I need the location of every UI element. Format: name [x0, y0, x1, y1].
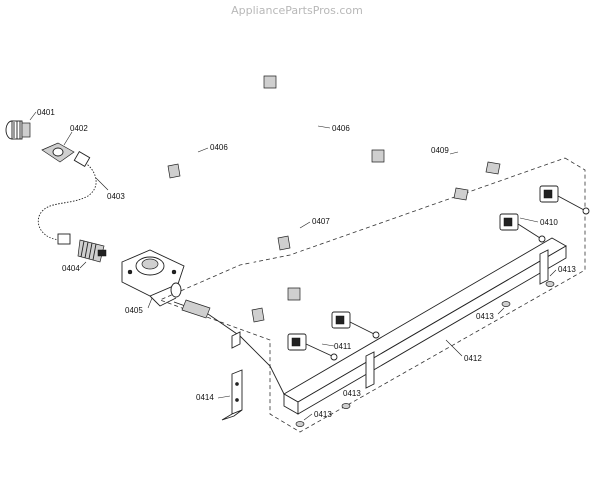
label-0414: 0414 — [196, 393, 214, 402]
part-0411-valve-b — [287, 333, 338, 361]
part-0414-bracket — [217, 331, 243, 421]
part-0403-flex-hose — [36, 151, 109, 245]
part-0401-fitting — [5, 111, 37, 140]
label-0411: 0411 — [334, 342, 352, 351]
label-0413-b: 0413 — [476, 312, 494, 321]
part-0404-adapter — [77, 239, 107, 269]
label-0413-c: 0413 — [343, 389, 361, 398]
part-0407-tube — [277, 221, 311, 301]
label-0407: 0407 — [312, 217, 330, 226]
label-0402: 0402 — [70, 124, 88, 133]
part-0411-valve-a — [331, 311, 380, 339]
label-0406-left: 0406 — [210, 143, 228, 152]
part-0413-screw-bottom-a — [341, 403, 351, 409]
label-0406-top: 0406 — [332, 124, 350, 133]
part-0406-tube-top — [260, 75, 469, 201]
label-0409: 0409 — [431, 146, 449, 155]
part-0410-valve-a — [539, 185, 590, 215]
label-0403: 0403 — [107, 192, 125, 201]
label-0410: 0410 — [540, 218, 558, 227]
label-0412: 0412 — [464, 354, 482, 363]
label-0404: 0404 — [62, 264, 80, 273]
part-0405-regulator — [121, 249, 185, 309]
part-0410-valve-b — [499, 213, 546, 243]
part-0413-screw-bottom-b — [295, 413, 313, 427]
label-0413-a: 0413 — [558, 265, 576, 274]
part-0406-tube-left — [167, 147, 265, 323]
part-0402-bracket — [41, 131, 75, 163]
part-0409-tube — [371, 148, 501, 175]
part-0413-screw-mid — [497, 301, 511, 315]
part-0413-screw-right — [545, 269, 557, 287]
watermark-text: AppliancePartsPros.com — [231, 4, 363, 17]
label-0405: 0405 — [125, 306, 143, 315]
label-0413-d: 0413 — [314, 410, 332, 419]
assembly-outline — [158, 157, 586, 433]
label-0401: 0401 — [37, 108, 55, 117]
part-0412-manifold — [173, 237, 567, 415]
